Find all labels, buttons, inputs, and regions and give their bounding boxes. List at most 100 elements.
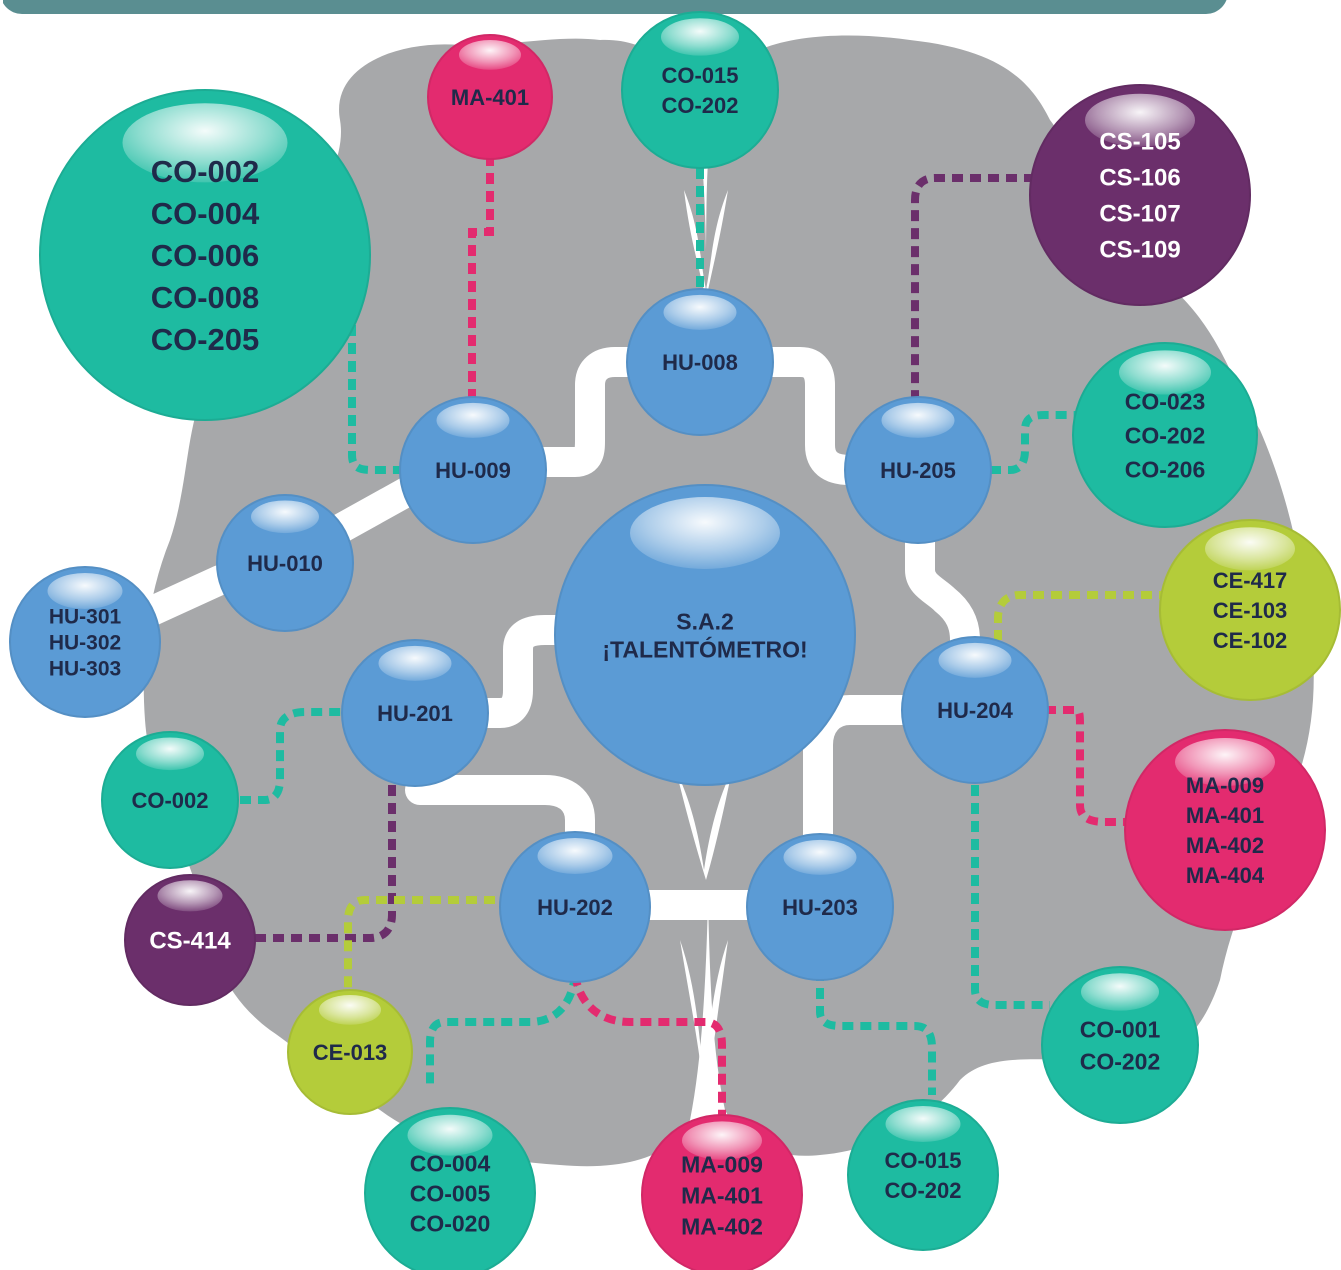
node-center: S.A.2¡TALENTÓMETRO!: [554, 484, 856, 786]
node-circle: [847, 1099, 999, 1251]
node-label: CO-001: [1080, 1016, 1161, 1042]
node-label: MA-404: [1186, 863, 1265, 888]
node-hu-202: HU-202: [499, 831, 651, 983]
node-label: HU-201: [377, 701, 453, 726]
gloss-highlight: [663, 294, 737, 330]
node-label: ¡TALENTÓMETRO!: [602, 635, 807, 662]
node-circle: [9, 566, 161, 718]
node-label: CO-020: [410, 1210, 491, 1236]
node-label: CE-013: [313, 1040, 388, 1065]
dash-co004-hu202: [426, 974, 579, 1090]
node-label: HU-204: [937, 698, 1014, 723]
node-ce-left: CE-013: [287, 989, 413, 1115]
node-circle: [844, 396, 992, 544]
node-label: CO-015: [661, 63, 738, 88]
node-circle: [641, 1114, 803, 1270]
node-circle: [554, 484, 856, 786]
node-circle: [499, 831, 651, 983]
node-label: CO-004: [151, 196, 260, 231]
node-circle: [1072, 342, 1258, 528]
gloss-highlight: [136, 737, 204, 771]
node-circle: [746, 833, 894, 981]
node-circle: [626, 288, 774, 436]
gloss-highlight: [407, 1114, 493, 1156]
node-circle: [341, 639, 489, 787]
connector-hu205-hu204: [905, 525, 980, 655]
gloss-highlight: [251, 500, 319, 534]
node-ma-top: MA-401: [427, 34, 553, 160]
dash-co001-hu204: [971, 785, 1050, 1009]
node-label: MA-009: [681, 1151, 763, 1177]
node-label: CO-023: [1125, 388, 1206, 414]
dash-ma401-hu009: [468, 155, 494, 410]
node-hu-205: HU-205: [844, 396, 992, 544]
connector-hu009-hu008: [530, 347, 645, 477]
dash-co015b-hu203: [816, 970, 936, 1095]
dash-ma009-hu204: [1045, 706, 1125, 826]
gloss-highlight: [783, 839, 857, 875]
node-co-left: CO-002: [101, 731, 239, 869]
dash-ce417-hu204: [994, 591, 1170, 640]
node-circle: [1041, 966, 1199, 1124]
connector-hu201-center: [455, 615, 585, 728]
node-circle: [621, 11, 779, 169]
gloss-highlight: [1119, 350, 1211, 395]
node-label: CO-202: [1080, 1048, 1161, 1074]
node-hu-009: HU-009: [399, 396, 547, 544]
connector-hu201-hu202: [405, 775, 595, 860]
dash-co002-hu201: [240, 708, 345, 804]
node-label: CE-103: [1213, 598, 1288, 623]
dash-cs-hu205: [911, 174, 1035, 400]
node-circle: [427, 34, 553, 160]
node-label: HU-302: [49, 632, 121, 655]
node-label: CS-106: [1099, 165, 1180, 192]
gloss-highlight: [319, 994, 381, 1025]
node-label: HU-203: [782, 895, 858, 920]
node-hu-008: HU-008: [626, 288, 774, 436]
node-label: HU-202: [537, 895, 613, 920]
node-circle: [901, 636, 1049, 784]
node-hu-204: HU-204: [901, 636, 1049, 784]
node-label: HU-205: [880, 458, 956, 483]
node-circle: [1159, 519, 1341, 701]
node-label: HU-010: [247, 551, 323, 576]
node-label: MA-401: [681, 1182, 763, 1208]
node-label: HU-303: [49, 658, 121, 681]
brain-midline-bottom: [680, 940, 728, 1110]
node-label: CO-206: [1125, 456, 1206, 482]
node-circle: [1124, 729, 1326, 931]
gloss-highlight: [630, 497, 780, 569]
gloss-highlight: [47, 573, 123, 609]
header-bar: [1, 0, 1227, 14]
gloss-highlight: [881, 402, 955, 438]
node-circle: [1029, 84, 1251, 306]
node-label: CE-417: [1213, 568, 1288, 593]
node-label: CS-109: [1099, 237, 1180, 264]
node-circle: [101, 731, 239, 869]
node-label: CS-414: [149, 928, 231, 955]
dash-cs414-hu201: [255, 785, 396, 942]
gloss-highlight: [459, 39, 521, 70]
gloss-highlight: [378, 645, 452, 681]
node-label: MA-009: [1186, 773, 1264, 798]
node-label: MA-402: [1186, 833, 1264, 858]
node-circle: [287, 989, 413, 1115]
node-label: S.A.2: [676, 608, 734, 634]
gloss-highlight: [661, 18, 739, 56]
node-label: MA-402: [681, 1213, 763, 1239]
node-label: CO-005: [410, 1180, 491, 1206]
node-label: MA-401: [1186, 803, 1264, 828]
gloss-highlight: [1175, 738, 1275, 786]
